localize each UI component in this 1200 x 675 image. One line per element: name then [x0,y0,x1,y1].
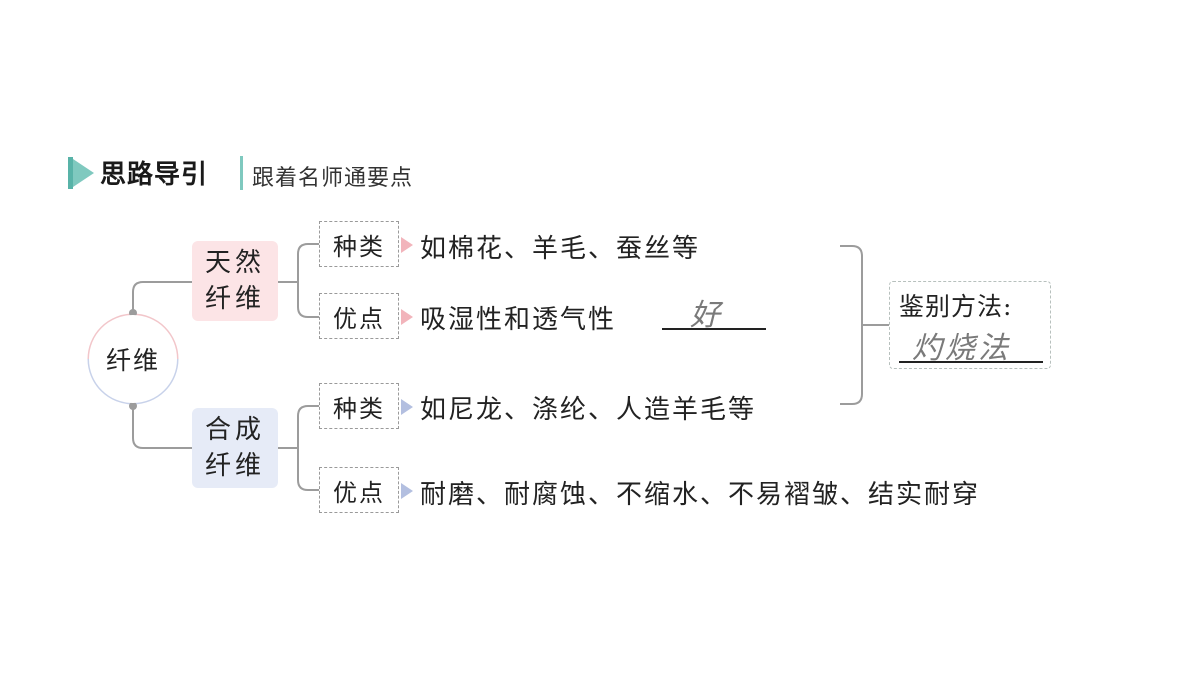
connector-synthetic-bracket [278,405,319,491]
connector-root-natural [132,281,192,313]
root-node: 纤维 [89,315,177,403]
natural-types-text: 如棉花、羊毛、蚕丝等 [420,234,701,264]
method-answer: 灼烧法 [912,331,1011,366]
synthetic-types-label: 种类 [333,394,385,423]
identification-method-box [889,281,1051,369]
category-synthetic-fiber: 合成 纤维 [192,408,278,488]
synthetic-label-line1: 合成 [204,415,265,445]
natural-merits-text: 吸湿性和透气性 [420,305,617,335]
section-subtitle: 跟着名师通要点 [252,166,414,191]
category-natural-fiber: 天然 纤维 [192,241,278,321]
synthetic-merits-box: 优点 [319,467,399,513]
connector-method-bracket [840,245,889,405]
right-triangle-arrow-icon [401,483,413,499]
natural-label-line1: 天然 [204,248,265,278]
natural-types-label: 种类 [333,232,385,261]
natural-merits-box: 优点 [319,293,399,339]
natural-types-box: 种类 [319,221,399,267]
connector-natural-bracket [278,243,319,318]
section-title: 思路导引 [100,160,209,190]
connector-root-synthetic [132,405,192,449]
natural-label-line2: 纤维 [204,284,265,314]
natural-merits-label: 优点 [333,304,385,333]
method-label: 鉴别方法: [899,292,1013,321]
title-divider [240,156,243,190]
play-triangle-icon [68,157,94,189]
answer-blank-line [662,328,766,330]
natural-merits-answer: 好 [690,298,722,333]
connector-dot-bottom [129,402,137,410]
synthetic-merits-text: 耐磨、耐腐蚀、不缩水、不易褶皱、结实耐穿 [420,480,981,510]
right-triangle-arrow-icon [401,399,413,415]
synthetic-types-box: 种类 [319,383,399,429]
right-triangle-arrow-icon [401,237,413,253]
right-triangle-arrow-icon [401,309,413,325]
synthetic-types-text: 如尼龙、涤纶、人造羊毛等 [420,395,757,425]
method-answer-underline [899,361,1043,363]
root-label: 纤维 [105,346,160,375]
synthetic-merits-label: 优点 [333,478,385,507]
synthetic-label-line2: 纤维 [204,451,265,481]
